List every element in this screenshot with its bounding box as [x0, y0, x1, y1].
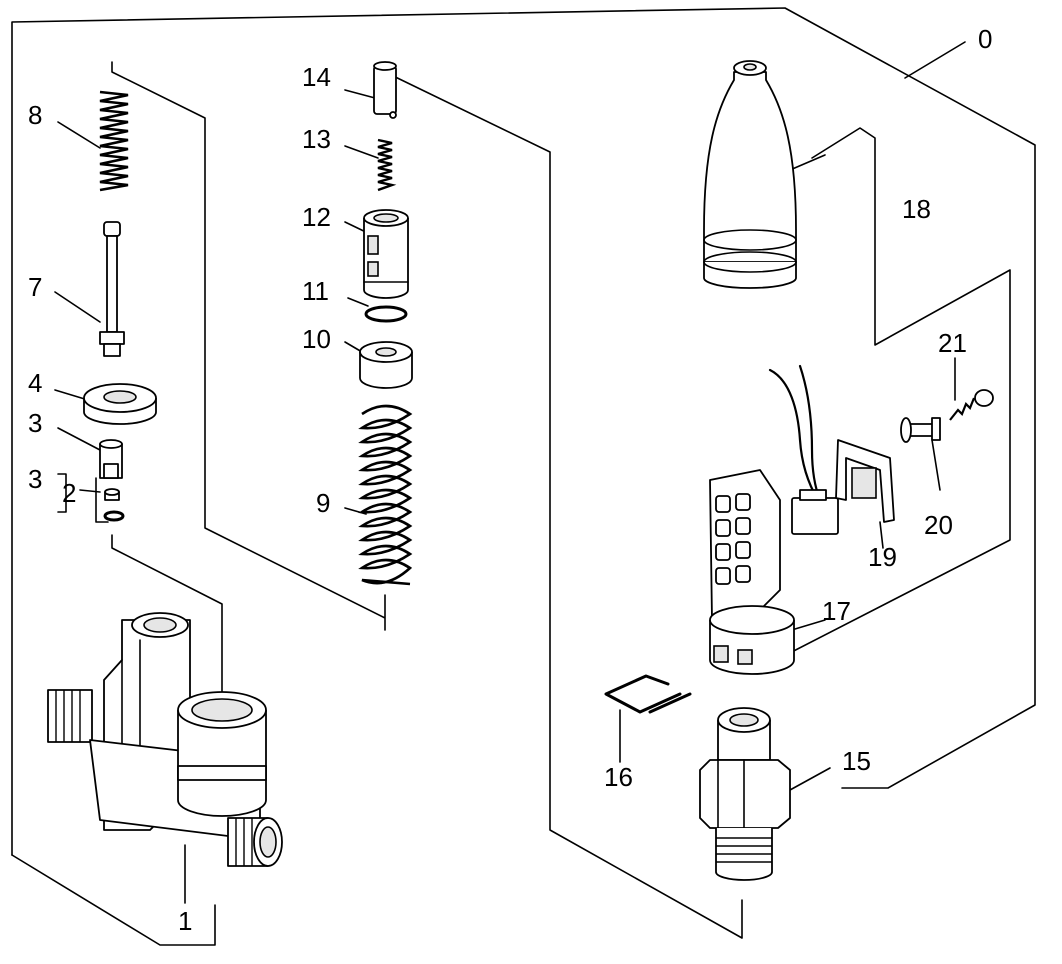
label-part-13: 13 [302, 124, 331, 154]
label-part-2: 2 [62, 478, 76, 508]
label-part-9: 9 [316, 488, 330, 518]
spring-part-8 [99, 90, 129, 192]
label-part-16: 16 [604, 762, 633, 792]
holder-part-17 [709, 469, 795, 675]
spring-part-13 [377, 138, 397, 192]
pin-part-7 [99, 221, 125, 357]
bottle-part-18 [703, 60, 797, 289]
label-part-18: 18 [902, 194, 931, 224]
label-part-19: 19 [868, 542, 897, 572]
label-part-10: 10 [302, 324, 331, 354]
label-part-3b: 3 [28, 464, 42, 494]
label-part-17: 17 [822, 596, 851, 626]
spring-part-9 [358, 404, 413, 586]
label-part-12: 12 [302, 202, 331, 232]
sleeve-part-3 [99, 439, 123, 479]
label-part-15: 15 [842, 746, 871, 776]
label-part-20: 20 [924, 510, 953, 540]
label-part-21: 21 [938, 328, 967, 358]
ring-part-2 [103, 488, 125, 522]
oring-part-11 [364, 305, 408, 323]
leader-lines [54, 41, 966, 904]
label-part-0: 0 [978, 24, 992, 54]
cap-part-10 [359, 341, 413, 389]
label-part-14: 14 [302, 62, 331, 92]
label-part-4: 4 [28, 368, 42, 398]
plunger-part-14 [373, 61, 397, 119]
label-part-7: 7 [28, 272, 42, 302]
bracket-part-19 [835, 439, 895, 523]
label-part-3a: 3 [28, 408, 42, 438]
label-part-11: 11 [302, 276, 329, 306]
label-part-1: 1 [178, 906, 192, 936]
washer-part-4 [83, 383, 157, 425]
pin-part-20 [900, 417, 941, 443]
sleeve-part-12 [363, 209, 409, 299]
microswitch-with-cable [768, 364, 839, 535]
fitting-part-15 [699, 707, 791, 881]
screw-part-21 [949, 389, 994, 421]
housing-part-1 [47, 612, 283, 867]
label-part-8: 8 [28, 100, 42, 130]
part-labels: 0 8 7 4 3 3 2 14 13 12 11 10 9 1 18 21 2… [28, 24, 992, 936]
clip-part-16 [604, 674, 692, 714]
